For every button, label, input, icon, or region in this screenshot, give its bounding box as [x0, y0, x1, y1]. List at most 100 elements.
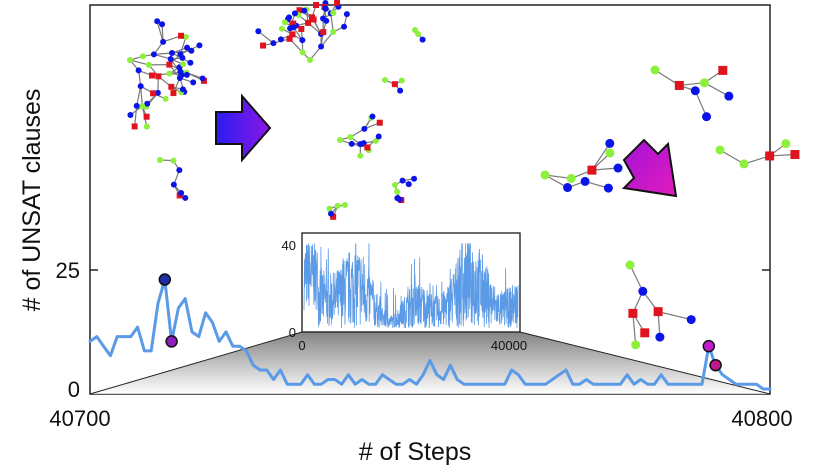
graph-node-248	[405, 181, 412, 188]
graph-node-216	[361, 125, 368, 132]
inset-series-line	[303, 243, 519, 329]
graph-node-184	[281, 19, 288, 26]
graph-node-178	[299, 49, 306, 56]
graph-node-78	[148, 72, 155, 79]
graph-node-60	[199, 75, 206, 82]
graph-node-225	[382, 77, 388, 83]
graph-node-255	[330, 213, 337, 220]
graph-node-274	[605, 138, 615, 148]
graph-node-161	[308, 14, 315, 21]
graph-node-67	[179, 86, 186, 93]
highlight-marker-3	[709, 358, 722, 372]
graph-node-285	[724, 91, 734, 101]
graph-edge-293	[657, 311, 692, 321]
gradient-arrow-down-right-icon	[621, 138, 678, 198]
graph-edge-21	[140, 86, 143, 107]
graph-edge-44	[153, 52, 173, 56]
graph-node-209	[348, 140, 355, 147]
graph-node-88	[180, 61, 187, 68]
graph-edge-280	[694, 90, 708, 117]
graph-node-245	[396, 196, 403, 203]
graph-node-164	[330, 28, 337, 35]
graph-node-308	[739, 159, 749, 169]
graph-node-92	[154, 18, 161, 25]
graph-node-62	[154, 89, 161, 96]
graph-node-272	[613, 163, 623, 173]
graph-node-95	[184, 44, 191, 51]
graph-node-176	[330, 10, 337, 17]
graph-node-186	[278, 25, 285, 32]
graph-node-83	[140, 53, 147, 60]
graph-node-208	[337, 137, 343, 143]
graph-node-84	[150, 51, 157, 58]
graph-node-157	[305, 19, 312, 26]
graph-node-213	[364, 144, 371, 151]
graph-node-302	[655, 332, 665, 342]
graph-node-85	[167, 55, 174, 62]
graph-node-267	[563, 183, 573, 193]
graph-node-65	[168, 83, 175, 90]
graph-node-87	[178, 72, 185, 79]
graph-node-283	[699, 78, 709, 88]
inset-x-tick-0: 0	[298, 338, 305, 353]
graph-node-156	[296, 7, 303, 14]
x-axis-label: # of Steps	[359, 438, 472, 466]
graph-node-93	[168, 50, 175, 57]
graph-node-179	[299, 37, 306, 44]
graph-node-221	[357, 152, 364, 159]
graph-node-297	[628, 308, 638, 318]
graph-node-241	[392, 182, 398, 188]
graph-node-226	[391, 81, 398, 88]
graph-node-79	[166, 70, 173, 77]
graph-node-247	[411, 175, 418, 182]
graph-edge-151	[257, 30, 274, 44]
graph-edge-290	[632, 313, 637, 345]
graph-node-232	[415, 31, 422, 38]
x-tick-40700: 40700	[49, 406, 110, 431]
inset-x-tick-40000: 40000	[491, 338, 527, 353]
graph-node-49	[145, 61, 152, 68]
graph-node-282	[674, 80, 684, 90]
graph-node-268	[580, 176, 590, 186]
highlight-marker-1	[165, 335, 178, 348]
highlight-markers	[158, 273, 722, 372]
graph-node-80	[183, 71, 190, 78]
graph-node-166	[343, 11, 350, 18]
graph-node-104	[170, 157, 177, 164]
graph-node-246	[399, 177, 406, 184]
inset-plot: 40 0 0 40000	[282, 232, 527, 353]
graph-node-105	[176, 167, 183, 174]
graph-node-193	[260, 42, 267, 49]
graph-node-103	[157, 157, 163, 163]
graph-node-286	[690, 86, 700, 96]
graph-node-311	[790, 150, 800, 160]
graph-node-152	[307, 57, 313, 63]
graph-node-50	[166, 61, 173, 68]
graph-node-281	[650, 65, 660, 75]
graph-edge-124	[330, 13, 334, 32]
graph-node-73	[143, 123, 150, 130]
graph-node-94	[187, 59, 194, 66]
graph-node-61	[155, 73, 162, 80]
graph-node-189	[287, 25, 294, 32]
graph-node-194	[255, 28, 262, 35]
graph-node-307	[715, 145, 725, 155]
graph-node-191	[286, 14, 293, 21]
graph-node-109	[178, 190, 185, 197]
graph-node-70	[139, 103, 146, 110]
graph-node-165	[341, 23, 348, 30]
graph-node-298	[631, 340, 641, 350]
graph-node-162	[301, 7, 308, 14]
graph-node-48	[127, 57, 133, 63]
graph-node-185	[289, 31, 296, 38]
graph-node-212	[372, 137, 379, 144]
graph-node-68	[135, 67, 142, 74]
graph-node-309	[765, 151, 775, 161]
graph-node-296	[638, 286, 648, 296]
graph-node-72	[127, 112, 134, 119]
graph-node-163	[313, 2, 320, 9]
graph-node-89	[160, 38, 167, 45]
graph-node-190	[291, 10, 298, 17]
graph-edge-288	[629, 264, 644, 292]
